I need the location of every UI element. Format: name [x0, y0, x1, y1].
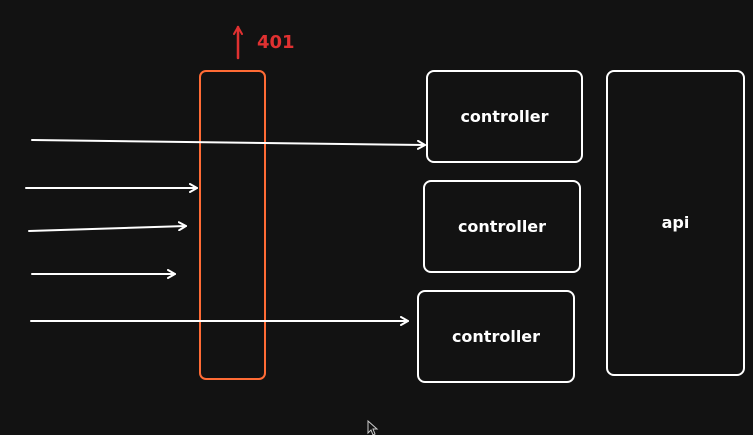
controller-label-1: controller [460, 107, 549, 126]
mouse-pointer-icon [367, 419, 379, 435]
request-arrow-3 [28, 221, 187, 232]
controller-box-3 [417, 290, 575, 383]
request-arrow-1 [31, 139, 426, 150]
controller-box-2 [423, 180, 581, 273]
controller-label-3: controller [451, 327, 541, 346]
controller-label-2: controller [457, 217, 547, 236]
status-code-label: 401 [257, 32, 295, 53]
controller-box-1 [426, 70, 583, 163]
api-box [606, 70, 745, 376]
api-label: api [661, 213, 690, 232]
middleware-box [199, 70, 266, 380]
